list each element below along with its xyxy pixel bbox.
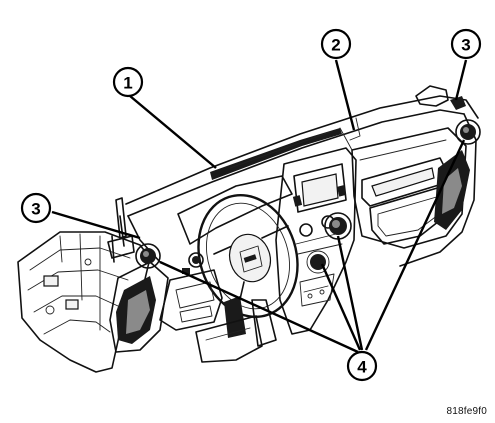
left-dash-speaker [135,243,161,269]
callout-2: 2 [320,28,352,60]
dash-body [125,85,479,267]
lower-dash [159,252,263,363]
callout-3-left-label: 3 [31,200,40,219]
callout-1-label: 1 [123,74,132,93]
callout-4: 4 [346,350,378,382]
left-speaker-pod [109,261,169,353]
callout-3-right: 3 [450,28,482,60]
callout-4-label: 4 [357,358,367,377]
callout-1: 1 [112,66,144,98]
right-corner-speaker [455,119,481,145]
center-stack [275,147,357,335]
left-cowl-structure [17,197,151,373]
callout-2-label: 2 [331,36,340,55]
callout-3-right-label: 3 [461,36,470,55]
figure-code: 818fe9f0 [446,406,487,417]
center-speaker [324,212,352,240]
steering-wheel [177,175,299,347]
leader-lines [51,59,468,354]
callout-3-left: 3 [20,192,52,224]
